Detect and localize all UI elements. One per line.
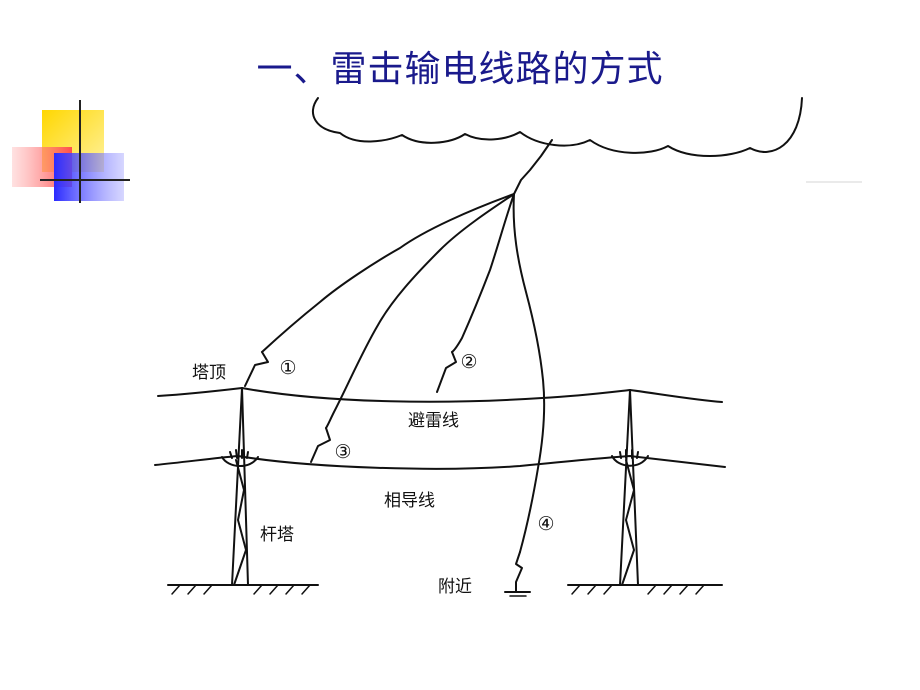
- lightning-main-channel: [513, 139, 553, 195]
- label-tower-top: 塔顶: [192, 363, 226, 383]
- lightning-branch-1: [261, 193, 515, 353]
- lightning-bolt-4: [515, 551, 523, 593]
- label-phase-conductor: 相导线: [384, 491, 435, 511]
- page-title: 一、雷击输电线路的方式: [256, 49, 664, 90]
- label-shield-wire: 避雷线: [408, 411, 459, 431]
- label-tower: 杆塔: [260, 525, 294, 545]
- strike-marker-3: ③: [334, 441, 351, 463]
- deco-blue-square: [54, 153, 124, 201]
- lightning-branch-4: [512, 193, 546, 553]
- right-ground: [567, 584, 723, 595]
- strike-marker-2: ②: [460, 351, 477, 373]
- left-tower: [221, 387, 259, 586]
- lightning-branch-3: [325, 193, 515, 429]
- strike-marker-1: ①: [279, 357, 296, 379]
- label-nearby: 附近: [438, 577, 472, 597]
- lightning-branch-2: [451, 193, 515, 353]
- lightning-bolt-1: [244, 351, 269, 387]
- thundercloud: [312, 97, 803, 157]
- left-ground: [167, 584, 319, 595]
- lightning-bolt-2: [436, 351, 457, 393]
- lightning-bolt-3: [310, 427, 331, 463]
- right-tower: [611, 389, 649, 586]
- strike-marker-4: ④: [537, 513, 554, 535]
- shield-wire: [157, 387, 723, 403]
- decorative-squares: [12, 100, 130, 203]
